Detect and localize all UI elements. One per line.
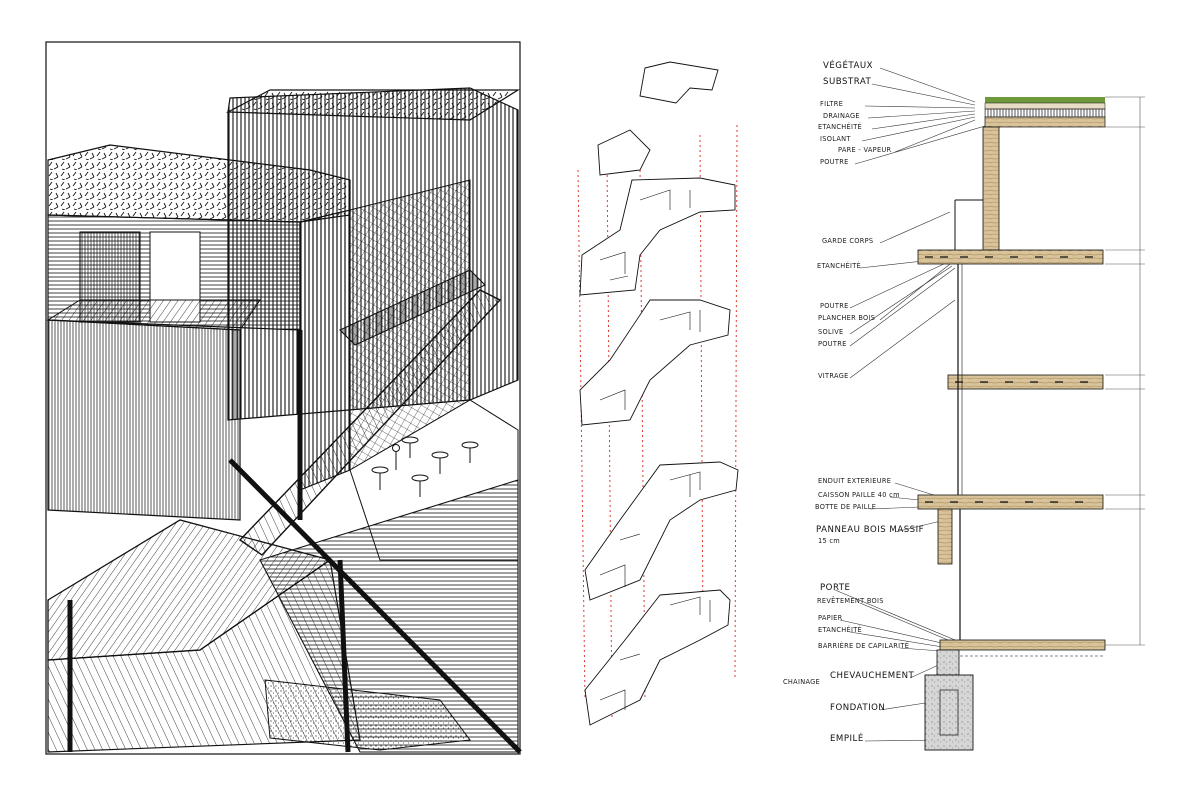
label-substrat: SUBSTRAT: [823, 77, 872, 87]
label-poutre-2: POUTRE: [820, 302, 849, 310]
foundation-block: [924, 674, 974, 751]
label-solive: SOLIVE: [818, 328, 843, 336]
label-fondation: FONDATION: [830, 703, 885, 713]
section-labels-middle: GARDE CORPS ETANCHÉITÉ POUTRE PLANCHER B…: [817, 237, 875, 380]
terrace-furniture: [371, 436, 479, 497]
upper-walkway: [339, 269, 486, 346]
roof-plate-lower: [597, 129, 651, 176]
label-enduit: ENDUIT EXTERIEURE: [818, 477, 891, 485]
roof-beam: [984, 116, 1106, 128]
label-filtre: FILTRE: [820, 100, 843, 108]
label-etancheite-2: ETANCHÉITÉ: [817, 261, 861, 270]
section-labels-top: VÉGÉTAUX SUBSTRAT FILTRE DRAINAGE ETANCH…: [818, 59, 892, 166]
perspective-sketch: [45, 41, 522, 755]
label-caisson: CAISSON PAILLE 40 cm: [818, 491, 900, 499]
label-isolant: ISOLANT: [820, 135, 851, 143]
leader-lines: [834, 67, 986, 742]
exploded-axonometric: [577, 61, 739, 726]
gravel-area: [264, 679, 471, 751]
plate-level-4: [579, 177, 736, 296]
ground-floor-slab: [939, 639, 1106, 651]
label-poutre-3: POUTRE: [818, 340, 847, 348]
label-vitrage: VITRAGE: [818, 372, 849, 380]
lower-block-roof: [46, 299, 261, 331]
label-vegetaux: VÉGÉTAUX: [823, 59, 873, 71]
plate-level-3: [579, 299, 731, 426]
roof-plate-upper: [639, 61, 719, 104]
plate-level-2: [584, 461, 739, 601]
red-guide-lines: [577, 124, 738, 721]
label-poutre-1: POUTRE: [820, 158, 849, 166]
lower-block: [47, 319, 241, 521]
green-roof-layer: [985, 97, 1105, 103]
label-papier: PAPIER: [818, 614, 843, 622]
insulation-layer: [984, 108, 1106, 118]
label-barriere: BARRIÈRE DE CAPILARITÉ: [818, 641, 909, 650]
upper-wall-panel: [982, 126, 1000, 251]
label-botte: BOTTE DE PAILLE: [815, 503, 876, 511]
label-pare-vapeur: PARE - VAPEUR: [838, 146, 892, 154]
timber-posts: [67, 330, 522, 754]
label-chevauchement: CHEVAUCHEMENT: [830, 671, 915, 681]
label-panneau: PANNEAU BOIS MASSIF: [816, 525, 924, 535]
label-panneau-thickness: 15 cm: [818, 537, 840, 545]
plate-level-1: [584, 589, 731, 726]
straw-caisson-wall: [937, 508, 953, 565]
section-labels-lower: ENDUIT EXTERIEURE CAISSON PAILLE 40 cm B…: [815, 477, 924, 545]
label-revetement: REVÊTEMENT BOIS: [817, 596, 884, 605]
interior-walls: [599, 189, 711, 710]
substrate-layer: [984, 102, 1106, 110]
floor-slab: [947, 374, 1104, 390]
floor-slab: [917, 249, 1104, 265]
floor-plates: [579, 61, 739, 726]
label-garde-corps: GARDE CORPS: [822, 237, 873, 245]
section-labels-bottom: PORTE REVÊTEMENT BOIS PAPIER ETANCHÉITÉ …: [783, 583, 915, 744]
tall-block-green-roof: [225, 89, 521, 121]
label-etancheite-3: ETANCHÉITÉ: [818, 625, 862, 634]
label-drainage: DRAINAGE: [823, 112, 860, 120]
floor-slab: [917, 494, 1104, 510]
wall-section: VÉGÉTAUX SUBSTRAT FILTRE DRAINAGE ETANCH…: [783, 59, 1145, 751]
label-plancher-bois: PLANCHER BOIS: [818, 314, 875, 322]
foundation-chainage: [936, 649, 960, 676]
label-porte: PORTE: [820, 583, 850, 593]
label-chainage: CHAINAGE: [783, 678, 820, 686]
label-etancheite-1: ETANCHÉITÉ: [818, 122, 862, 131]
label-empile: EMPILÉ: [830, 732, 864, 744]
